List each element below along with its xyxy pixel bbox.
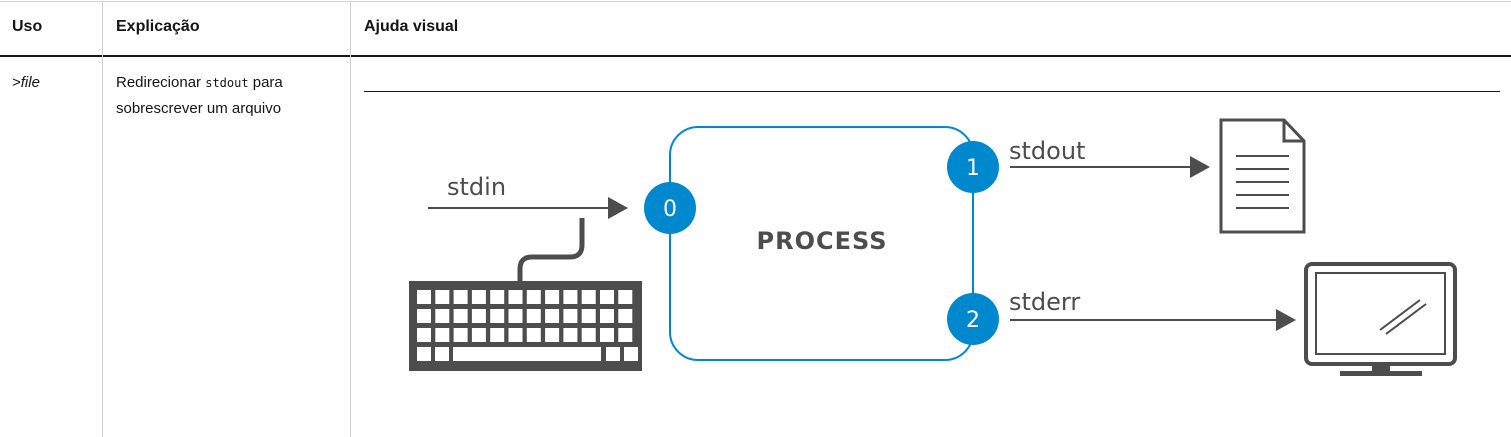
keyboard-key	[508, 309, 523, 323]
keyboard-key	[471, 309, 486, 323]
keyboard-key	[581, 328, 596, 342]
monitor-icon	[1304, 262, 1457, 376]
keyboard-key	[563, 309, 578, 323]
explanation-code: stdout	[205, 76, 249, 90]
keyboard-key	[453, 309, 468, 323]
keyboard-key	[508, 328, 523, 342]
keyboard-key	[490, 328, 505, 342]
visual-cell-rule	[364, 91, 1500, 92]
keyboard-key	[563, 290, 578, 304]
keyboard-icon	[409, 218, 642, 371]
fd0-label: 0	[663, 197, 677, 222]
keyboard-key	[417, 328, 431, 342]
keyboard-key	[600, 290, 614, 304]
header-explicacao: Explicação	[116, 18, 200, 35]
column-divider	[102, 2, 103, 437]
keyboard-key	[526, 290, 541, 304]
explanation-text: Redirecionar	[116, 74, 206, 91]
fd1-label: 1	[966, 156, 980, 181]
keyboard-key	[624, 347, 638, 361]
keyboard-key	[526, 309, 541, 323]
fd1-circle	[947, 141, 999, 193]
explanation-cell: Redirecionar stdout para sobrescrever um…	[116, 70, 336, 122]
keyboard-key	[435, 347, 449, 361]
process-box	[669, 126, 974, 361]
redirect-argument: file	[20, 74, 40, 91]
keyboard-key	[581, 290, 596, 304]
keyboard-key	[600, 328, 614, 342]
table-header-border	[0, 55, 1511, 57]
stderr-arrow-head	[1276, 309, 1296, 331]
keyboard-key	[581, 309, 596, 323]
keyboard-key	[471, 328, 486, 342]
process-label: PROCESS	[757, 227, 888, 255]
keyboard-key	[490, 290, 505, 304]
keyboard-key	[417, 290, 431, 304]
keyboard-key	[417, 347, 431, 361]
stdout-label: stdout	[1009, 137, 1085, 165]
keyboard-key	[618, 328, 633, 342]
keyboard-key	[508, 290, 523, 304]
keyboard-key	[606, 347, 620, 361]
explanation-text: para sobrescrever um arquivo	[116, 74, 283, 117]
keyboard-key	[490, 309, 505, 323]
keyboard-key	[435, 328, 450, 342]
keyboard-key	[453, 347, 601, 361]
keyboard-key	[563, 328, 578, 342]
stderr-label: stderr	[1009, 288, 1080, 316]
keyboard-key	[545, 328, 560, 342]
table-top-border	[0, 1, 1511, 2]
document-icon	[1219, 118, 1306, 234]
keyboard-key	[435, 290, 450, 304]
usage-cell: >file	[12, 70, 40, 96]
stdin-label: stdin	[447, 173, 506, 201]
keyboard-key	[526, 328, 541, 342]
keyboard-key	[618, 290, 633, 304]
fd2-label: 2	[966, 308, 980, 333]
header-uso: Uso	[12, 18, 43, 35]
keyboard-key	[453, 290, 468, 304]
stdin-arrow-head	[608, 197, 628, 219]
keyboard-key	[545, 309, 560, 323]
header-ajuda-visual: Ajuda visual	[364, 18, 459, 35]
keyboard-key	[417, 309, 431, 323]
keyboard-key	[618, 309, 633, 323]
column-divider	[350, 2, 351, 437]
fd0-circle	[644, 182, 696, 234]
redirect-operator: >	[12, 74, 21, 91]
keyboard-key	[435, 309, 450, 323]
keyboard-key	[471, 290, 486, 304]
keyboard-key	[545, 290, 560, 304]
keyboard-key	[453, 328, 468, 342]
keyboard-key	[600, 309, 614, 323]
stdout-arrow-head	[1190, 156, 1210, 178]
fd2-circle	[947, 293, 999, 345]
